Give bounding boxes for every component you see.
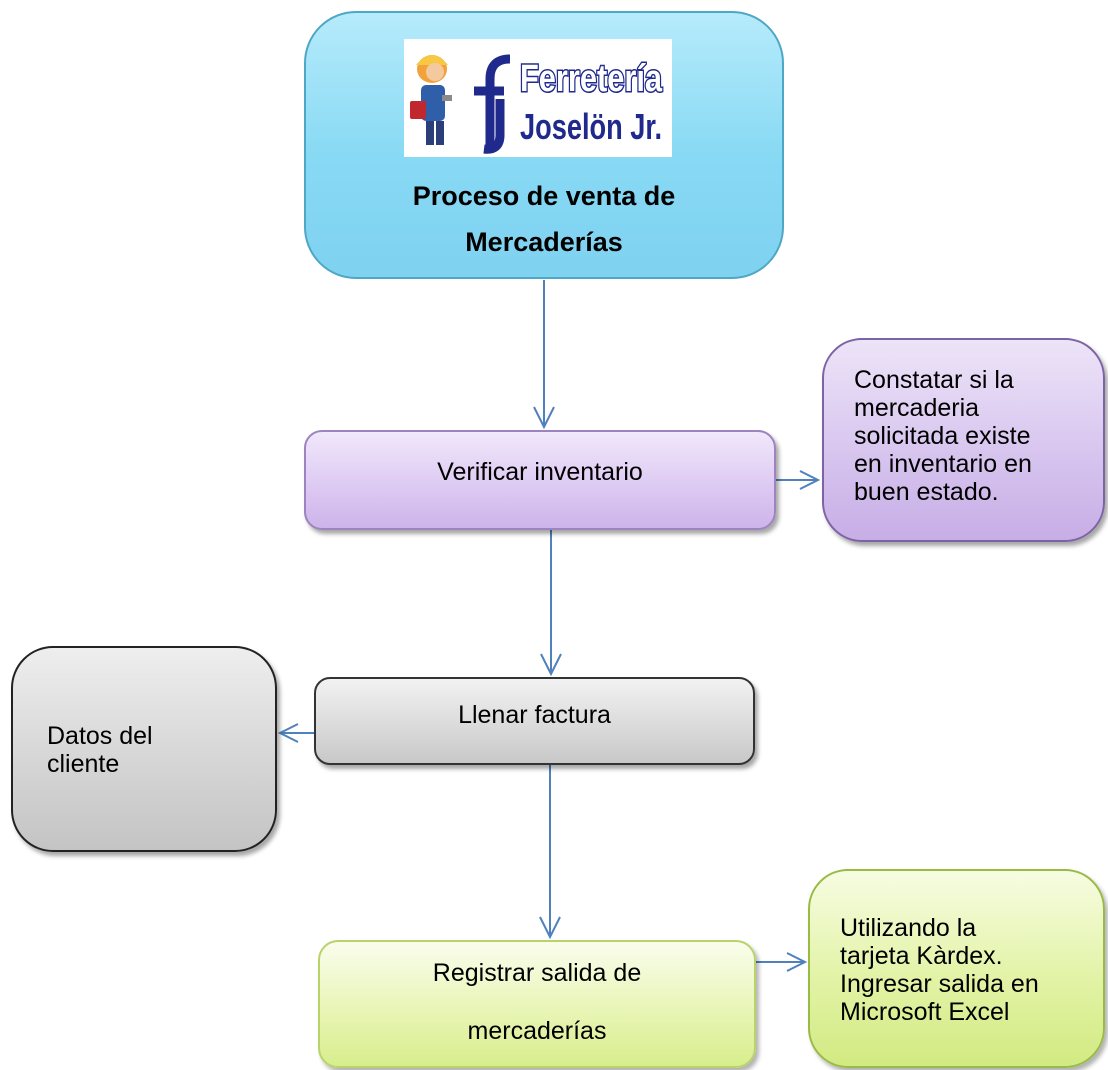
arrowhead-register [539, 916, 561, 940]
note-kardex-text: Utilizando la tarjeta Kàrdex. Ingresar s… [840, 914, 1039, 1026]
ferreteria-logo: Ferretería Joselön Jr. [404, 39, 672, 157]
process-title-box: Ferretería Joselön Jr. Proceso de venta … [304, 11, 784, 279]
step-invoice-label: Llenar factura [458, 701, 611, 729]
arrowhead-verify [533, 406, 555, 430]
arrowhead-invoice [540, 653, 562, 677]
note-client-text: Datos del cliente [47, 722, 153, 778]
step-verify-inventory: Verificar inventario [304, 430, 776, 530]
process-title: Proceso de venta de Mercaderías [412, 181, 676, 257]
step-verify-label: Verificar inventario [437, 458, 643, 486]
step-fill-invoice: Llenar factura [314, 677, 755, 765]
logo-wordmark: Ferretería [520, 58, 663, 100]
note-client-data: Datos del cliente [11, 646, 277, 852]
note-kardex: Utilizando la tarjeta Kàrdex. Ingresar s… [808, 869, 1105, 1068]
logo-wordmark-2: Joselön Jr. [520, 106, 662, 147]
step-register-output: Registrar salida de mercaderías [318, 940, 756, 1068]
note-check-stock: Constatar si la mercaderia solicitada ex… [822, 338, 1105, 542]
step-register-label: Registrar salida de mercaderías [432, 959, 642, 1045]
fj-monogram-icon [474, 54, 511, 154]
arrowhead-client [277, 723, 299, 743]
worker-mascot-icon [410, 55, 452, 145]
arrowhead-kardex [786, 952, 808, 972]
note-check-text: Constatar si la mercaderia solicitada ex… [854, 366, 1032, 506]
arrowhead-check [799, 470, 821, 490]
